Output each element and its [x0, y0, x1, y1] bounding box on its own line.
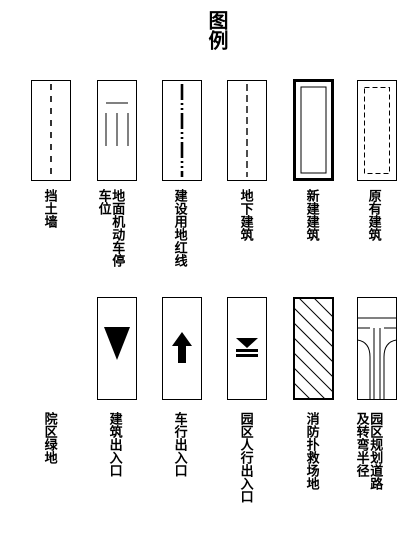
parking-symbol	[97, 80, 137, 181]
red-line-label: 建设用地红线	[171, 189, 187, 267]
fire-site-label: 消防扑救场地	[303, 412, 319, 490]
vehicle-entrance-symbol	[162, 297, 202, 400]
road-radius-label: 园区规划道路 及转弯半径	[353, 412, 383, 490]
underground-building-label: 地下建筑	[237, 189, 253, 241]
new-building-label: 新建建筑	[303, 189, 319, 241]
retaining-wall-symbol	[31, 80, 71, 181]
legend-title: 图例	[205, 10, 229, 50]
new-building-symbol	[293, 79, 334, 181]
existing-building-symbol	[357, 80, 397, 181]
green-space-label: 院区绿地	[41, 412, 57, 464]
red-line-symbol	[162, 80, 202, 181]
parking-label: 地面机动车停 车位	[95, 189, 125, 267]
underground-building-symbol	[227, 80, 267, 181]
pedestrian-entrance-label: 园区人行出入口	[237, 412, 253, 503]
retaining-wall-label: 挡土墙	[41, 189, 57, 228]
pedestrian-entrance-symbol	[227, 297, 267, 400]
existing-building-label: 原有建筑	[365, 189, 381, 241]
building-entrance-symbol	[97, 297, 137, 400]
road-radius-symbol	[357, 297, 397, 400]
building-entrance-label: 建筑出入口	[106, 412, 122, 477]
fire-site-symbol	[293, 297, 334, 400]
vehicle-entrance-label: 车行出入口	[171, 412, 187, 477]
